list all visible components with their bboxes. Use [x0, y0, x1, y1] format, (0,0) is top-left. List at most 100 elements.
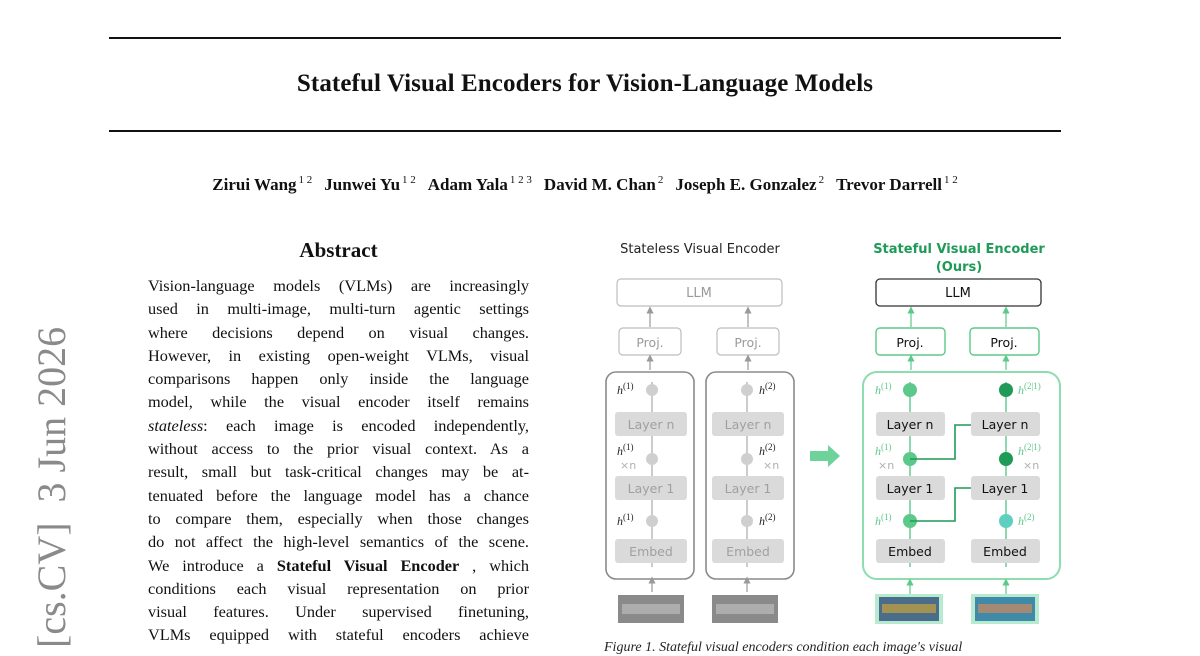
left-c2-input-image-detail	[716, 604, 774, 614]
figure-diagram: Stateless Visual Encoder LLM Proj. h(1) …	[605, 242, 1061, 624]
right-c1-h-bottom: h(1)	[875, 512, 892, 528]
left-c2-layer-1-label: Layer 1	[725, 481, 772, 496]
figure-1: Stateless Visual Encoder LLM Proj. h(1) …	[595, 232, 1075, 648]
left-c2-node-bottom	[741, 515, 753, 527]
left-c2-node-top	[741, 384, 753, 396]
right-c1-input-image-detail	[882, 604, 936, 613]
right-c1-times-n: ×n	[878, 459, 894, 472]
left-c2-h-mid: h(2)	[759, 442, 776, 458]
left-c1-input-image-detail	[622, 604, 680, 614]
author-affiliation: 2	[818, 174, 825, 186]
left-c2-node-mid	[741, 453, 753, 465]
abstract-line: However, in existing open-weight VLMs, v…	[148, 345, 529, 365]
left-c1-node-top	[646, 384, 658, 396]
right-c2-embed-label: Embed	[983, 544, 1027, 559]
arxiv-stamp: [cs.CV] 3 Jun 2026	[29, 326, 74, 648]
abstract-body: Vision-language models (VLMs) are increa…	[148, 274, 529, 647]
right-c2-layer-1	[971, 476, 1040, 500]
left-c1-h-mid: h(1)	[617, 442, 634, 458]
right-c2-layer-n	[971, 412, 1040, 436]
author-affiliation: 1 2	[943, 174, 958, 186]
left-c2-embed	[712, 539, 784, 563]
abstract-line: model, while the visual encoder itself r…	[148, 392, 529, 412]
right-c2-h-mid: h(2|1)	[1018, 442, 1041, 458]
abstract-line: VLMs equipped with stateful encoders ach…	[148, 625, 529, 645]
author-name: Adam Yala	[427, 174, 508, 194]
right-c2-h-bottom: h(2)	[1018, 512, 1035, 528]
right-c1-layer-1-label: Layer 1	[887, 481, 934, 496]
left-c2-h-bottom: h(2)	[759, 512, 776, 528]
abstract-line: without access to the prior visual conte…	[148, 439, 529, 459]
abstract-line: where decisions depend on visual changes…	[148, 322, 529, 342]
abstract-line: do not affect the high-level semantics o…	[148, 532, 529, 552]
abstract-line: to compare them, especially when those c…	[148, 508, 529, 528]
right-state-link-top	[910, 424, 971, 460]
right-c2-embed	[971, 539, 1040, 563]
author-affiliation: 1 2	[402, 174, 416, 186]
right-c2-node-bottom	[999, 514, 1013, 528]
abstract-line: tenuated before the language model has a…	[148, 485, 529, 505]
left-c1-proj-label: Proj.	[636, 335, 663, 350]
right-c1-proj-label: Proj.	[896, 335, 923, 350]
abstract-heading: Abstract	[299, 238, 378, 262]
author-name: Trevor Darrell	[836, 174, 942, 194]
author-affiliation: 1 2	[298, 174, 313, 186]
left-c2-layer-n	[712, 412, 784, 436]
left-c2-h-top: h(2)	[759, 381, 776, 397]
paper-title: Stateful Visual Encoders for Vision-Lang…	[296, 70, 874, 97]
left-c1-embed-label: Embed	[629, 544, 673, 559]
right-c2-h-top: h(2|1)	[1018, 381, 1041, 397]
title-rule-bottom	[109, 130, 1061, 132]
right-c1-h-mid: h(1)	[875, 442, 892, 458]
author-name: David M. Chan	[543, 174, 656, 194]
left-c1-embed	[615, 539, 687, 563]
author-name: Junwei Yu	[324, 174, 401, 194]
left-panel-title: Stateless Visual Encoder	[620, 242, 780, 257]
left-c2-embed-label: Embed	[726, 544, 770, 559]
right-c2-node-mid	[999, 452, 1013, 466]
right-c1-layer-1	[876, 476, 945, 500]
right-c2-layer-1-label: Layer 1	[982, 481, 1029, 496]
left-c2-proj-label: Proj.	[734, 335, 761, 350]
left-c1-layer-n-label: Layer n	[628, 417, 675, 432]
author-name: Zirui Wang	[212, 174, 297, 194]
right-c1-node-top	[903, 383, 917, 397]
left-llm-label: LLM	[686, 286, 712, 301]
transition-arrow-icon	[810, 445, 840, 467]
left-c1-node-mid	[646, 453, 658, 465]
right-c1-h-top: h(1)	[875, 381, 892, 397]
right-c1-embed-label: Embed	[888, 544, 932, 559]
abstract-line: used in multi-image, multi-turn agentic …	[148, 299, 529, 319]
left-c2-times-n: ×n	[763, 459, 779, 472]
abstract-line: result, small but task-critical changes …	[148, 462, 529, 482]
right-llm-box	[875, 278, 1042, 307]
author-name: Joseph E. Gonzalez	[675, 174, 817, 194]
right-panel-subtitle: (Ours)	[936, 260, 982, 275]
abstract-line: conditions each visual representation on…	[148, 578, 529, 598]
abstract-line: stateless: each image is encoded indepen…	[148, 415, 529, 435]
left-c1-layer-n	[615, 412, 687, 436]
abstract-line: comparisons happen only inside the langu…	[148, 369, 529, 389]
right-c2-input-image-detail	[978, 604, 1032, 613]
right-c1-layer-n-label: Layer n	[887, 417, 934, 432]
left-c1-layer-1-label: Layer 1	[628, 481, 675, 496]
author-affiliation: 2	[657, 174, 664, 186]
right-llm-label: LLM	[945, 286, 971, 301]
left-c1-times-n: ×n	[620, 459, 636, 472]
right-encoder-frame	[862, 371, 1061, 580]
figure-caption: Figure 1. Stateful visual encoders condi…	[604, 640, 963, 655]
right-c1-embed	[876, 539, 945, 563]
right-c1-layer-n	[876, 412, 945, 436]
abstract-line: We introduce a Stateful Visual Encoder ,…	[148, 555, 529, 575]
right-state-link-bottom	[910, 487, 971, 522]
left-c1-h-bottom: h(1)	[617, 512, 634, 528]
right-c2-times-n: ×n	[1023, 459, 1039, 472]
left-c1-layer-1	[615, 476, 687, 500]
